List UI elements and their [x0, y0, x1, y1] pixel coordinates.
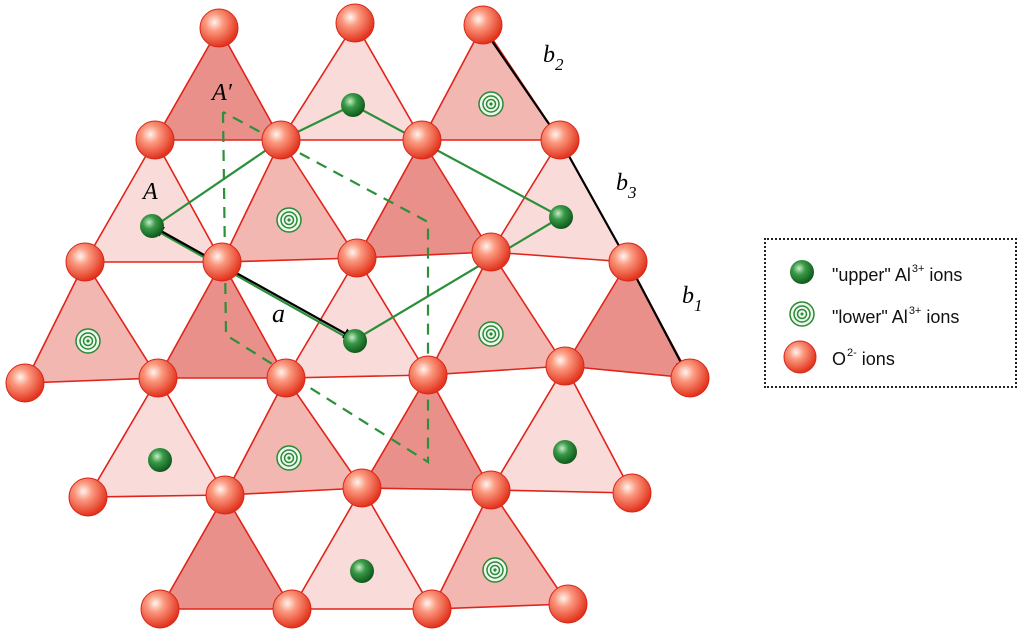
- oxygen-ion: [342, 468, 382, 508]
- alo6-triangle: [431, 489, 569, 610]
- aluminum-ions-layer: [75, 91, 577, 583]
- lower-al-ion-icon: [789, 301, 815, 327]
- upper-al-ion: [549, 205, 573, 229]
- label-A-prime: A′: [210, 80, 233, 106]
- oxygen-ion: [337, 238, 377, 278]
- alo6-triangle: [427, 251, 566, 376]
- upper-al-ion: [148, 448, 172, 472]
- legend-upper-tail: ions: [924, 265, 963, 285]
- oxygen-ion: [471, 232, 511, 272]
- oxygen-ion: [412, 589, 452, 629]
- oxygen-ion: [402, 120, 442, 160]
- legend-oxygen-sup: 2-: [847, 347, 857, 359]
- upper-al-ion: [553, 440, 577, 464]
- oxygen-ion: [463, 5, 503, 45]
- lower-al-ion: [478, 91, 504, 117]
- oxygen-ion: [272, 589, 312, 629]
- label-b1: b1: [682, 283, 703, 315]
- oxygen-ion: [471, 470, 511, 510]
- oxygen-ion-icon: [783, 340, 817, 374]
- alo6-triangle: [224, 377, 363, 496]
- oxygen-ion: [199, 8, 239, 48]
- oxygen-ion: [548, 584, 588, 624]
- upper-al-ion: [350, 559, 374, 583]
- alo6-triangle: [24, 261, 159, 384]
- alo6-triangle: [159, 494, 293, 610]
- oxygen-ion: [670, 358, 710, 398]
- oxygen-ion: [205, 475, 245, 515]
- legend-upper-text: "upper" Al: [832, 265, 911, 285]
- upper-al-ion: [343, 329, 367, 353]
- unit-cell-dashed: [221, 111, 430, 464]
- legend-item-upper-al: "upper" Al3+ ions: [766, 256, 1015, 292]
- vector-b1-arrow: [627, 260, 687, 374]
- oxygen-ion: [5, 363, 45, 403]
- vectors-layer: [150, 26, 687, 374]
- oxygen-ion: [140, 589, 180, 629]
- legend-lower-sup: 3+: [908, 305, 922, 317]
- lower-al-ion: [276, 445, 302, 471]
- vector-a-arrow: [150, 225, 357, 340]
- oxygen-ion: [202, 242, 242, 282]
- vector-b2-arrow: [482, 26, 561, 142]
- oxygen-ion: [68, 477, 108, 517]
- alo6-triangle: [291, 487, 433, 610]
- vector-labels: A′ A a b2 b3 b1: [141, 42, 703, 328]
- upper-al-ion: [341, 93, 365, 117]
- lower-al-ion: [75, 328, 101, 354]
- label-a: a: [272, 299, 285, 328]
- oxygen-ion: [408, 355, 448, 395]
- label-b2: b2: [543, 42, 564, 74]
- upper-al-ion-icon: [790, 260, 814, 284]
- oxygen-ion: [261, 120, 301, 160]
- lower-al-ion: [482, 557, 508, 583]
- alo6-triangle: [361, 374, 492, 491]
- alo6-triangle: [87, 377, 226, 498]
- oxygen-ion: [335, 3, 375, 43]
- oxygen-ion: [545, 346, 585, 386]
- legend-item-lower-al: "lower" Al3+ ions: [766, 298, 1015, 334]
- label-A: A: [141, 179, 158, 205]
- oxygen-ion: [540, 120, 580, 160]
- oxygen-ion: [608, 242, 648, 282]
- legend-item-oxygen: O2- ions: [766, 340, 1015, 376]
- oxygen-ion: [135, 120, 175, 160]
- alo6-triangle: [221, 139, 358, 263]
- oxygen-ions-layer: [5, 3, 710, 629]
- vector-b3-arrow: [559, 138, 629, 264]
- label-b3: b3: [616, 170, 637, 202]
- legend-lower-text: "lower" Al: [832, 307, 908, 327]
- legend-oxygen-tail: ions: [856, 349, 895, 369]
- upper-al-ion: [140, 214, 164, 238]
- oxygen-ion: [138, 358, 178, 398]
- legend-upper-sup: 3+: [911, 263, 925, 275]
- lower-al-ion: [478, 321, 504, 347]
- alo6-triangle: [280, 22, 423, 141]
- alo6-triangle: [154, 27, 282, 141]
- legend-oxygen-text: O: [832, 349, 847, 369]
- alo6-triangle: [356, 139, 492, 259]
- lower-al-ion: [276, 207, 302, 233]
- oxygen-ion: [266, 358, 306, 398]
- legend: "upper" Al3+ ions "lower" Al3+ ions O2- …: [764, 238, 1017, 388]
- legend-lower-tail: ions: [921, 307, 960, 327]
- oxygen-ion: [612, 473, 652, 513]
- alo6-triangle: [490, 365, 633, 494]
- oxygen-ion: [65, 242, 105, 282]
